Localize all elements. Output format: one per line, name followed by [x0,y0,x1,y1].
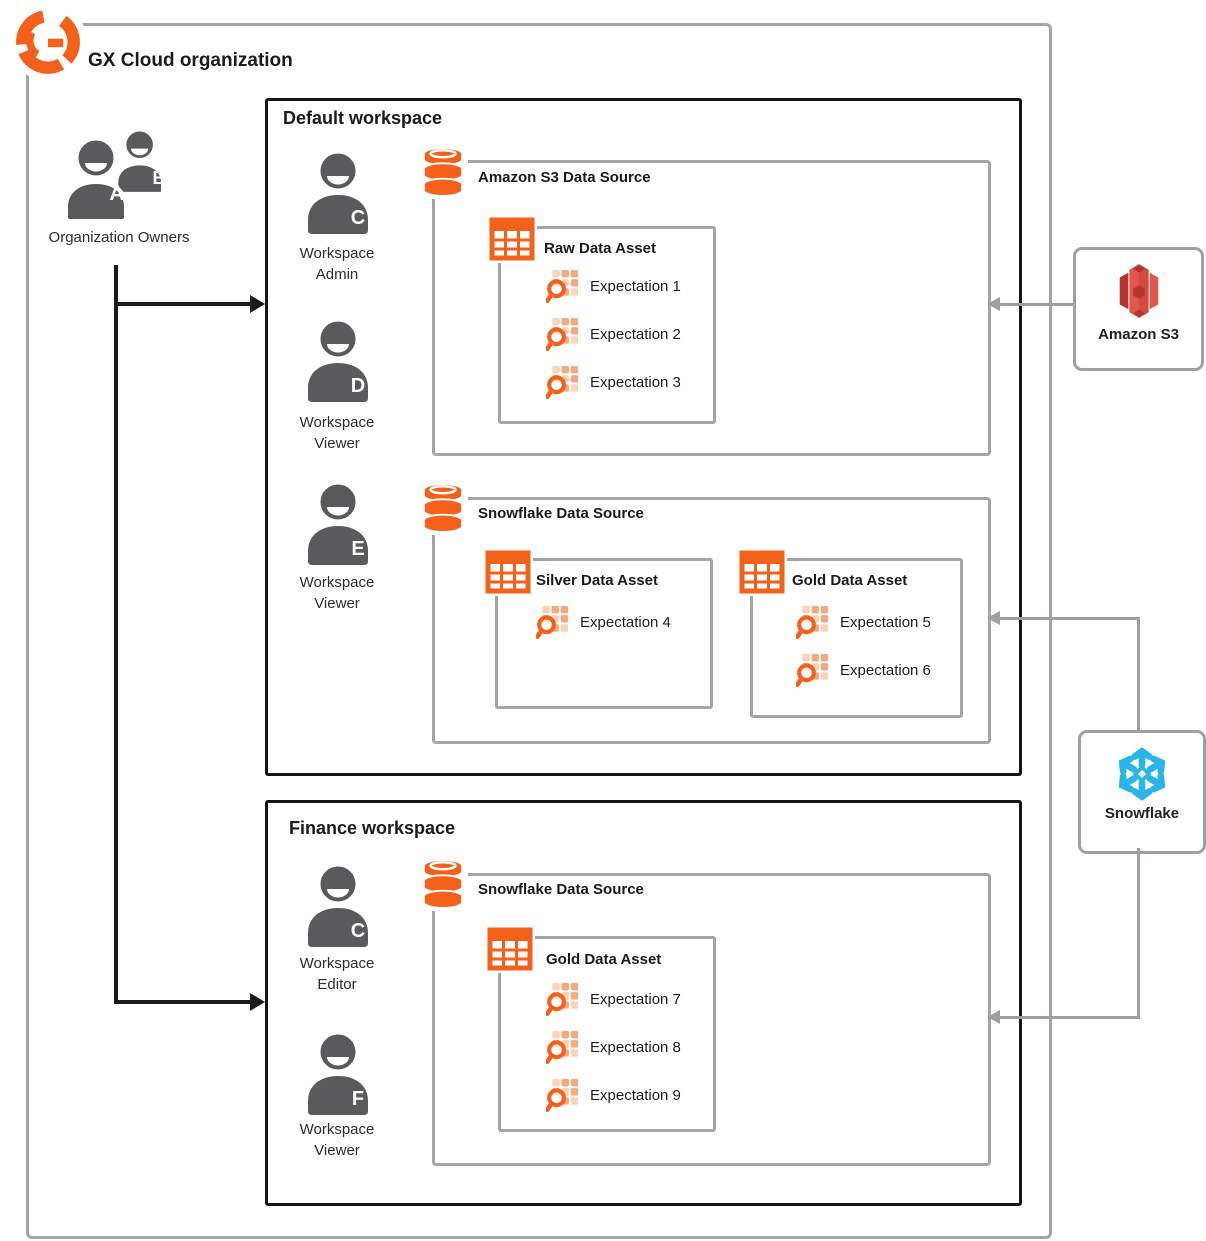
member-icon-workspace-viewer-f: F [299,1028,377,1116]
snowflake-connector-top-horizontal [999,617,1140,620]
organization-owners-label: Organization Owners [48,229,190,246]
member-icon-workspace-admin: C [299,147,377,235]
member-badge: E [351,538,365,560]
owner-badge-b: B [152,168,166,188]
expectation-icon [536,605,569,640]
expectation-item: Expectation 4 [536,605,671,640]
finance-workspace-title: Finance workspace [289,818,456,838]
expectation-item: Expectation 6 [796,653,931,688]
snowflake-external-box: Snowflake [1078,730,1206,854]
expectation-icon [546,1078,579,1113]
member-badge: C [350,920,366,942]
member-badge: D [350,375,366,397]
expectation-item: Expectation 3 [546,365,681,400]
expectation-label: Expectation 6 [840,662,931,679]
org-title: GX Cloud organization [88,50,293,71]
gx-logo-icon [8,2,88,82]
default-workspace-title: Default workspace [283,108,443,128]
expectation-icon [796,605,829,640]
expectation-icon [546,1030,579,1065]
member-role-label: Workspace Editor [299,955,375,993]
data-source-title: Amazon S3 Data Source [478,169,651,186]
owners-connector-vertical [114,265,118,1004]
expectation-item: Expectation 7 [546,982,681,1017]
expectation-label: Expectation 1 [590,278,681,295]
expectation-label: Expectation 2 [590,326,681,343]
data-asset-title: Gold Data Asset [792,572,908,589]
expectation-icon [546,317,579,352]
table-icon [487,215,537,263]
member-role-label: Workspace Viewer [299,414,375,452]
owners-to-finance-workspace-arrowhead [250,993,265,1011]
member-icon-workspace-editor: C [299,860,377,948]
expectation-label: Expectation 7 [590,991,681,1008]
expectation-label: Expectation 9 [590,1087,681,1104]
expectation-label: Expectation 3 [590,374,681,391]
table-icon [485,925,535,973]
snowflake-connector-bottom-horizontal [999,1016,1140,1019]
data-asset-title: Silver Data Asset [536,572,659,589]
expectation-label: Expectation 5 [840,614,931,631]
member-role-label: Workspace Viewer [299,574,375,612]
snowflake-connector-top-vertical [1137,618,1140,731]
expectation-icon [546,982,579,1017]
amazon-s3-external-box: Amazon S3 [1073,247,1204,371]
expectation-item: Expectation 1 [546,269,681,304]
amazon-s3-connector-line [999,303,1073,306]
member-icon-workspace-viewer-e: E [299,478,377,566]
expectation-item: Expectation 5 [796,605,931,640]
expectation-label: Expectation 8 [590,1039,681,1056]
owner-badge-a: A [109,182,125,205]
expectation-item: Expectation 2 [546,317,681,352]
database-icon [418,855,468,911]
member-icon-workspace-viewer-d: D [299,315,377,403]
expectation-label: Expectation 4 [580,614,671,631]
table-icon [737,548,787,596]
member-role-label: Workspace Admin [299,245,375,283]
data-source-title: Snowflake Data Source [478,505,644,522]
expectation-item: Expectation 9 [546,1078,681,1113]
owners-to-finance-workspace-line [116,1000,252,1004]
member-badge: C [350,207,366,229]
member-role-label: Workspace Viewer [299,1121,375,1159]
amazon-s3-connector-arrowhead [987,297,1000,311]
database-icon [418,479,468,535]
owners-to-default-workspace-line [116,302,252,306]
expectation-icon [546,365,579,400]
database-icon [418,143,468,199]
snowflake-connector-top-arrowhead [987,611,1000,625]
member-badge: F [351,1088,365,1110]
data-asset-title: Raw Data Asset [544,240,656,257]
snowflake-label: Snowflake [1104,805,1180,822]
owners-to-default-workspace-arrowhead [250,295,265,313]
expectation-icon [796,653,829,688]
organization-owners-icon: A B [56,124,184,222]
expectation-item: Expectation 8 [546,1030,681,1065]
amazon-s3-label: Amazon S3 [1098,326,1179,343]
table-icon [483,548,533,596]
snowflake-icon [1109,745,1175,803]
data-asset-title: Gold Data Asset [546,951,662,968]
data-source-title: Snowflake Data Source [478,881,644,898]
snowflake-connector-bottom-arrowhead [987,1010,1000,1024]
amazon-s3-icon [1112,260,1166,322]
snowflake-connector-bottom-vertical [1137,848,1140,1018]
expectation-icon [546,269,579,304]
